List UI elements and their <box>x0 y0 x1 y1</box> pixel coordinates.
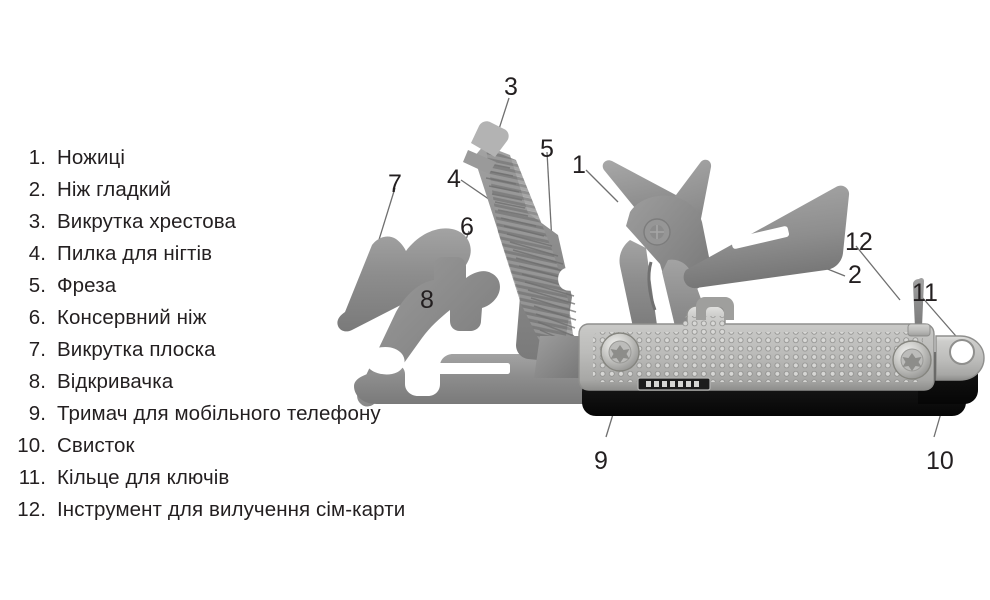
legend-item-9-label: Тримач для мобільного телефону <box>57 402 381 425</box>
callout-1: 1 <box>572 151 586 179</box>
legend-item-12-number: 12. <box>17 498 46 521</box>
legend-item-10-label: Свисток <box>57 434 135 457</box>
key-ring-hole <box>949 339 975 365</box>
legend-item-2-label: Ніж гладкий <box>57 178 172 201</box>
legend-item-6-label: Консервний ніж <box>57 306 207 329</box>
legend-item-7: 7. Викрутка плоска <box>0 334 470 366</box>
parts-legend-list: 1. Ножиці 2. Ніж гладкий 3. Викрутка хре… <box>0 142 470 526</box>
legend-item-7-label: Викрутка плоска <box>57 338 216 361</box>
callout-10: 10 <box>926 447 954 475</box>
callout-9: 9 <box>594 447 608 475</box>
legend-item-10-number: 10. <box>17 434 46 457</box>
tool-bottle-opener-notch <box>365 346 405 375</box>
tool-bottle-opener-slot <box>430 363 510 374</box>
whistle-slot-detail <box>646 381 699 387</box>
legend-item-8-number: 8. <box>28 370 46 393</box>
legend-item-2-number: 2. <box>28 178 46 201</box>
tool-scissors-spring <box>647 261 657 311</box>
legend-item-5-number: 5. <box>28 274 46 297</box>
legend-item-2: 2. Ніж гладкий <box>0 174 470 206</box>
callout-8: 8 <box>420 286 434 314</box>
legend-item-12-label: Інструмент для вилучення сім-карти <box>57 498 406 521</box>
callout-7: 7 <box>388 170 402 198</box>
legend-item-6-number: 6. <box>28 306 46 329</box>
legend-item-4: 4. Пилка для нігтів <box>0 238 470 270</box>
legend-item-11: 11. Кільце для ключів <box>0 462 470 494</box>
legend-item-9-number: 9. <box>28 402 46 425</box>
sim-eject-pin <box>913 277 924 328</box>
legend-item-1-number: 1. <box>28 146 46 169</box>
callout-4: 4 <box>447 165 461 193</box>
legend-item-4-number: 4. <box>28 242 46 265</box>
callout-6: 6 <box>460 213 474 241</box>
legend-item-1: 1. Ножиці <box>0 142 470 174</box>
tool-nail-file-ridges <box>479 161 577 351</box>
tool-scissors-handle-arm-left <box>619 240 658 332</box>
handle-screw-left-torx <box>610 345 630 363</box>
tool-cutter-notch <box>558 267 583 291</box>
phone-holder-hook <box>696 297 734 320</box>
legend-item-11-label: Кільце для ключів <box>57 466 230 489</box>
legend-item-9: 9. Тримач для мобільного телефону <box>0 398 470 430</box>
callout-3: 3 <box>504 73 518 101</box>
callout-5: 5 <box>540 135 554 163</box>
tool-knife-slot <box>731 226 790 249</box>
legend-item-11-number: 11. <box>18 466 46 489</box>
legend-item-5: 5. Фреза <box>0 270 470 302</box>
callout-11: 11 <box>912 279 938 307</box>
legend-item-10: 10. Свисток <box>0 430 470 462</box>
handle-screw-right-torx <box>902 353 922 371</box>
legend-item-1-label: Ножиці <box>57 146 126 169</box>
legend-item-3-number: 3. <box>28 210 46 233</box>
legend-item-4-label: Пилка для нігтів <box>57 242 213 265</box>
tool-flat-screwdriver <box>337 228 471 332</box>
callout-2: 2 <box>848 261 862 289</box>
tool-scissors-pivot-screw-slot <box>650 225 664 239</box>
legend-item-3: 3. Викрутка хрестова <box>0 206 470 238</box>
legend-item-3-label: Викрутка хрестова <box>57 210 237 233</box>
legend-item-8: 8. Відкривачка <box>0 366 470 398</box>
tool-nail-file-base <box>534 336 582 378</box>
legend-item-8-label: Відкривачка <box>57 370 174 393</box>
sim-eject-pin-base <box>907 323 931 337</box>
tool-phillips-screwdriver-shoulder <box>463 150 496 174</box>
legend-item-5-label: Фреза <box>57 274 117 297</box>
handle-dot-texture <box>593 316 923 382</box>
legend-item-6: 6. Консервний ніж <box>0 302 470 334</box>
legend-item-7-number: 7. <box>28 338 46 361</box>
callout-12: 12 <box>845 228 873 256</box>
legend-item-12: 12. Інструмент для вилучення сім-карти <box>0 494 470 526</box>
tool-phillips-screwdriver-tip <box>471 121 509 157</box>
